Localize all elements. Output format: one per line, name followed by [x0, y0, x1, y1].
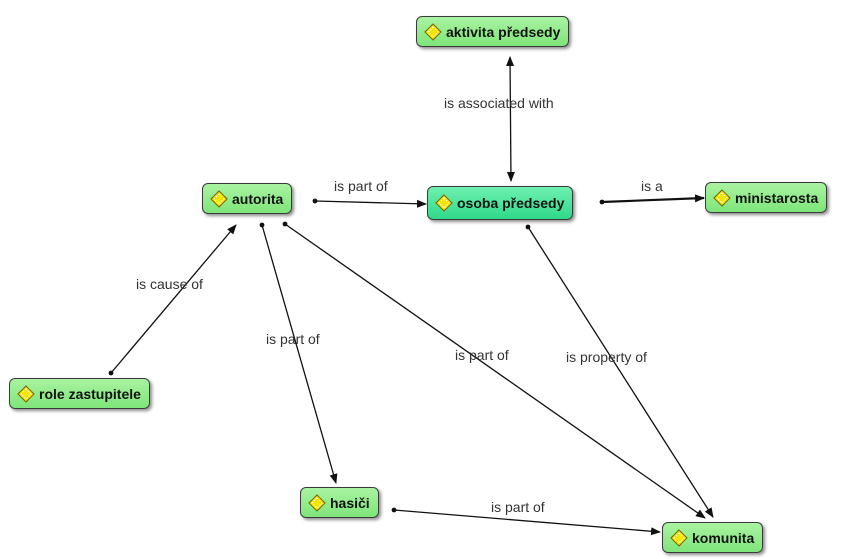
- edge-autorita-hasici[interactable]: [259, 222, 338, 484]
- node-hasici[interactable]: hasiči: [300, 487, 379, 518]
- edge-autorita-osoba[interactable]: [312, 198, 427, 208]
- node-label: autorita: [232, 190, 284, 207]
- node-osoba-predsedy[interactable]: osoba předsedy: [427, 186, 574, 220]
- node-label: hasiči: [330, 494, 370, 511]
- node-autorita[interactable]: autorita: [202, 183, 293, 214]
- edge-label-osoba-ministarosta: is a: [641, 178, 663, 194]
- node-komunita[interactable]: komunita: [662, 522, 764, 553]
- concept-diamond-icon: [424, 22, 442, 41]
- node-label: ministarosta: [735, 189, 819, 206]
- edge-label-role-autorita: is cause of: [136, 276, 203, 292]
- node-label: role zastupitele: [39, 385, 141, 402]
- concept-diamond-icon: [17, 384, 35, 403]
- concept-diamond-icon: [670, 528, 688, 547]
- edge-osoba-komunita[interactable]: [525, 224, 714, 518]
- edge-label-osoba-komunita: is property of: [566, 349, 647, 365]
- edge-label-hasici-komunita: is part of: [491, 499, 545, 515]
- node-ministarosta[interactable]: ministarosta: [705, 182, 828, 213]
- edge-autorita-komunita[interactable]: [282, 221, 706, 519]
- node-label: aktivita předsedy: [446, 23, 561, 40]
- concept-diamond-icon: [713, 188, 731, 207]
- edge-role-autorita[interactable]: [108, 224, 237, 376]
- node-label: komunita: [692, 529, 755, 546]
- concept-diamond-icon: [308, 493, 326, 512]
- edge-hasici-komunita[interactable]: [391, 507, 661, 536]
- node-aktivita-predsedy[interactable]: aktivita předsedy: [416, 16, 570, 47]
- node-label: osoba předsedy: [457, 195, 565, 211]
- concept-diamond-icon: [435, 194, 453, 212]
- node-role-zastupitele[interactable]: role zastupitele: [9, 378, 150, 409]
- edge-osoba-aktivita[interactable]: [506, 56, 515, 182]
- edge-osoba-ministarosta[interactable]: [599, 194, 705, 205]
- concept-diamond-icon: [210, 189, 228, 208]
- edge-label-autorita-osoba: is part of: [334, 178, 388, 194]
- edge-label-autorita-hasici: is part of: [266, 331, 320, 347]
- edge-label-autorita-komunita: is part of: [455, 347, 509, 363]
- edge-label-osoba-aktivita: is associated with: [444, 95, 554, 111]
